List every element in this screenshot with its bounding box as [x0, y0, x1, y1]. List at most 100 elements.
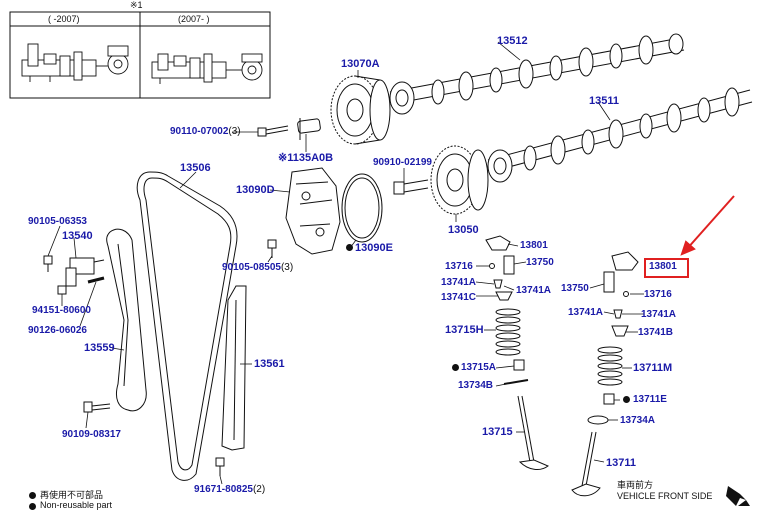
bolt-90910: [393, 179, 429, 195]
part-label-13741A-left-1[interactable]: 13741A: [441, 277, 477, 288]
part-label-13711[interactable]: 13711: [606, 457, 636, 469]
stud-90126: [87, 276, 105, 284]
legend-en: Non-reusable part: [40, 500, 113, 510]
gasket-13090E: [341, 173, 383, 243]
part-label-13801-left[interactable]: 13801: [520, 240, 548, 251]
part-label-13734B[interactable]: 13734B: [458, 380, 494, 391]
part-label-13715H[interactable]: 13715H: [445, 324, 484, 336]
part-label-13090D[interactable]: 13090D: [236, 184, 275, 196]
part-label-13070A[interactable]: 13070A: [341, 58, 380, 70]
inset-part-right: [151, 53, 263, 84]
rocker-arm-right: [611, 251, 639, 271]
part-label-13090E[interactable]: 13090E: [355, 242, 393, 254]
bolt-91671: [215, 457, 225, 476]
seat-13734A: [587, 415, 609, 425]
highlight-box-13801: [644, 258, 689, 278]
bolt-90110: [257, 125, 289, 137]
part-label-13715A[interactable]: 13715A: [461, 362, 497, 373]
part-label-90110-07002[interactable]: 90110-07002(3): [170, 126, 241, 137]
non-reusable-mark: [346, 244, 353, 251]
part-label-13511[interactable]: 13511: [589, 95, 619, 107]
rocker-arm-left: [485, 235, 511, 251]
seat-13734B: [503, 379, 529, 385]
qty-91671: (2): [252, 484, 266, 495]
part-label-13750-right[interactable]: 13750: [561, 283, 589, 294]
camshaft-upper: [389, 33, 685, 115]
part-label-90105-08505[interactable]: 90105-08505(3): [222, 262, 294, 273]
housing-13090D: [285, 167, 341, 255]
valve-13715: [517, 395, 549, 470]
part-label-90126-06026[interactable]: 90126-06026: [28, 325, 87, 336]
retainer-left: [495, 291, 513, 301]
bolt-90105-06353: [43, 255, 53, 272]
part-label-13540[interactable]: 13540: [62, 230, 93, 242]
chain-guide-13561: [221, 285, 247, 451]
part-label-13734A[interactable]: 13734A: [620, 415, 656, 426]
part-label-13741A-right-2[interactable]: 13741A: [641, 309, 677, 320]
pin-13716-right: [623, 291, 629, 297]
bolt-90105-08505: [267, 239, 277, 258]
direction-en: VEHICLE FRONT SIDE: [617, 491, 713, 501]
inset-box: [9, 11, 271, 99]
retainer-right: [611, 325, 629, 337]
lash-adjuster-right: [603, 271, 615, 293]
highlight-arrow: [680, 195, 735, 256]
part-label-90910-02199[interactable]: 90910-02199: [373, 157, 432, 168]
part-label-90105-06353[interactable]: 90105-06353: [28, 216, 87, 227]
inset-mark: ※1: [130, 0, 143, 10]
part-label-13561[interactable]: 13561: [254, 358, 285, 370]
part-label-13506[interactable]: 13506: [180, 162, 211, 174]
part-label-90109-08317[interactable]: 90109-08317: [62, 429, 121, 440]
lash-adjuster-left: [503, 255, 515, 275]
inset-part-left: [21, 43, 129, 82]
non-reusable-mark-13711E: [623, 396, 630, 403]
part-label-1135A0B[interactable]: ※1135A0B: [278, 152, 334, 164]
inset-header-left: ( -2007): [48, 14, 80, 24]
seal-13715A: [513, 359, 525, 371]
part-label-13715[interactable]: 13715: [482, 426, 513, 438]
part-label-13711M[interactable]: 13711M: [633, 362, 673, 374]
tensioner-13540: [65, 257, 105, 287]
spring-13715H: [495, 308, 521, 356]
part-label-13559[interactable]: 13559: [84, 342, 115, 354]
qty-90110: (3): [228, 126, 241, 137]
legend-dot-en: [29, 503, 36, 510]
pin-13716-left: [489, 263, 495, 269]
part-label-13741A-right-1[interactable]: 13741A: [568, 307, 604, 318]
timing-chain: [136, 171, 238, 481]
keeper-left: [493, 279, 503, 289]
legend-jp: 再使用不可部品: [40, 490, 104, 500]
qty-90105-08505: (3): [280, 262, 294, 273]
part-label-13512[interactable]: 13512: [497, 35, 528, 47]
part-label-91671-80825[interactable]: 91671-80825(2): [194, 484, 266, 495]
legend-dot-jp: [29, 492, 36, 499]
seal-13711E: [603, 393, 615, 405]
non-reusable-mark-13715A: [452, 364, 459, 371]
part-label-13741A-left-2[interactable]: 13741A: [516, 285, 552, 296]
chain-guide-13559: [106, 228, 147, 412]
nut-94151: [57, 285, 67, 295]
part-label-13716-left[interactable]: 13716: [445, 261, 473, 272]
camshaft-lower: [487, 87, 753, 183]
part-label-94151-80600[interactable]: 94151-80600: [32, 305, 91, 316]
vvt-gear-lower: [430, 145, 489, 215]
ocv-1135A0B: [297, 118, 321, 140]
keeper-right: [613, 309, 623, 319]
inset-header-right: (2007- ): [178, 14, 210, 24]
part-label-13741C[interactable]: 13741C: [441, 292, 477, 303]
part-label-13750-left[interactable]: 13750: [526, 257, 554, 268]
part-label-13801-right[interactable]: 13801: [649, 261, 677, 272]
leader-lines: [47, 41, 644, 485]
front-side-arrow-icon: [726, 486, 750, 506]
direction-jp: 車両前方: [617, 480, 654, 490]
part-label-13741B[interactable]: 13741B: [638, 327, 674, 338]
part-label-13711E[interactable]: 13711E: [633, 394, 667, 405]
vvt-gear-upper: [330, 75, 391, 145]
spring-13711M: [597, 346, 623, 386]
part-label-13050[interactable]: 13050: [448, 224, 479, 236]
bolt-90109: [83, 401, 111, 413]
valve-13711: [571, 431, 601, 497]
part-label-13716-right[interactable]: 13716: [644, 289, 672, 300]
